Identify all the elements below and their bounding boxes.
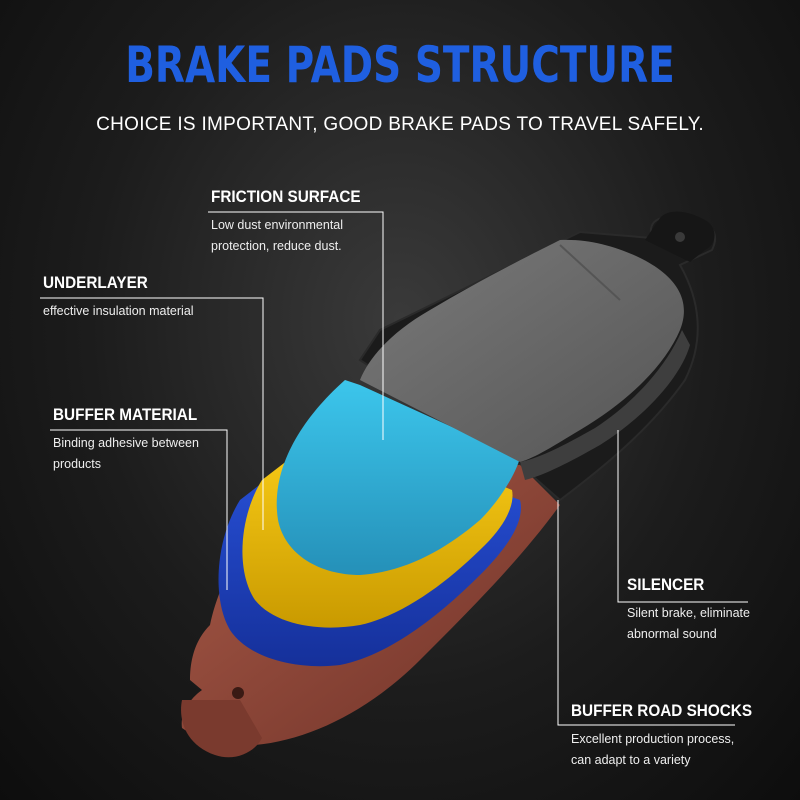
underlayer-desc: effective insulation material <box>43 301 194 322</box>
underlayer-heading: UNDERLAYER <box>43 273 148 292</box>
friction-surface <box>360 239 684 462</box>
leader-underlayer <box>40 297 264 530</box>
buffer-road-desc: Excellent production process, can adapt … <box>571 729 772 771</box>
friction-side <box>520 330 690 480</box>
page-title: BRAKE PADS STRUCTURE <box>125 36 675 94</box>
buffer-material-desc-line1: Binding adhesive between <box>53 436 199 450</box>
friction-desc-line2: protection, reduce dust. <box>211 239 342 253</box>
silencer-desc-line2: abnormal sound <box>627 627 717 641</box>
buffer-road-desc-line1: Excellent production process, <box>571 732 735 746</box>
buffer-road-desc-line2: can adapt to a variety <box>571 753 691 767</box>
buffer-material-desc-line2: products <box>53 457 101 471</box>
buffer-road-heading: BUFFER ROAD SHOCKS <box>571 701 753 720</box>
buffer-material-heading: BUFFER MATERIAL <box>53 405 198 424</box>
cyan-layer <box>276 380 520 575</box>
buffer-material-desc: Binding adhesive between products <box>53 433 213 475</box>
bottom-ear <box>181 700 262 758</box>
silencer-desc-line1: Silent brake, eliminate <box>627 606 750 620</box>
friction-heading: FRICTION SURFACE <box>211 187 361 206</box>
leader-friction <box>208 211 384 440</box>
label-buffer-material: BUFFER MATERIAL Binding adhesive between… <box>53 405 213 475</box>
label-silencer: SILENCER Silent brake, eliminate abnorma… <box>627 575 750 645</box>
leader-silencer <box>617 430 748 603</box>
friction-desc: Low dust environmental protection, reduc… <box>211 215 377 257</box>
page-subtitle: CHOICE IS IMPORTANT, GOOD BRAKE PADS TO … <box>96 114 704 135</box>
leader-buffer-material <box>50 429 228 590</box>
silencer-desc: Silent brake, eliminate abnormal sound <box>627 603 750 645</box>
label-buffer-road-shocks: BUFFER ROAD SHOCKS Excellent production … <box>571 701 772 771</box>
leader-buffer-road <box>557 500 735 726</box>
top-ear-hole <box>675 232 685 242</box>
label-underlayer: UNDERLAYER effective insulation material <box>43 273 194 322</box>
silencer-heading: SILENCER <box>627 575 705 594</box>
bottom-ear-hole <box>232 687 244 699</box>
leader-lines <box>40 211 748 726</box>
friction-desc-line1: Low dust environmental <box>211 218 344 232</box>
label-friction-surface: FRICTION SURFACE Low dust environmental … <box>211 187 377 257</box>
underlayer-desc-line1: effective insulation material <box>43 304 194 318</box>
